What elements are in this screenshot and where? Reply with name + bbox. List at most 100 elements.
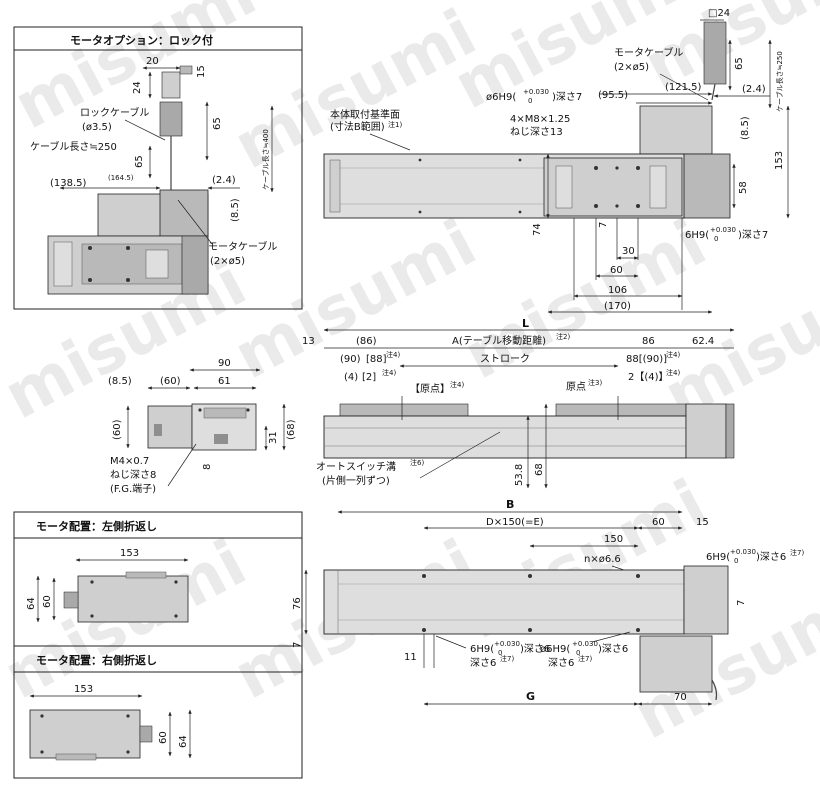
motor-cable-top-label: モータケーブル xyxy=(614,46,683,59)
svg-text:+0.030: +0.030 xyxy=(523,88,549,96)
svg-text:注4): 注4) xyxy=(450,380,464,389)
hole-spec-top2: 6H9( xyxy=(685,230,709,241)
dim-side-88b: 88[(90)] xyxy=(626,354,667,365)
svg-text:注4): 注4) xyxy=(386,350,400,359)
dim-side-62-4: 62.4 xyxy=(692,336,714,347)
dim-end-60p: (60) xyxy=(160,376,181,387)
svg-text:0: 0 xyxy=(528,97,532,105)
auto-switch-note: (片側一列ずつ) xyxy=(322,474,390,487)
dim-top-170: (170) xyxy=(604,301,631,312)
dim-bottom-7r: 7 xyxy=(736,600,747,606)
dim-G: G xyxy=(526,690,535,703)
panel-right-fold: モータ配置：右側折返し 153 60 64 xyxy=(13,645,303,779)
cable-length-250: ケーブル長さ≒250 xyxy=(30,140,117,153)
bottom-view: B D×150(=E) 60 15 150 n×ø6.6 6H9( +0.030… xyxy=(292,498,804,706)
svg-text:注2): 注2) xyxy=(556,332,570,341)
dim-lock-15: 15 xyxy=(196,65,207,78)
svg-text:0: 0 xyxy=(734,557,738,565)
dim-right-60: 60 xyxy=(158,731,169,744)
dim-left-153: 153 xyxy=(120,548,139,559)
svg-text:注6): 注6) xyxy=(410,458,424,467)
lock-cable-dia: (ø3.5) xyxy=(82,122,112,133)
dim-side-86p: (86) xyxy=(356,336,377,347)
svg-text:+0.030: +0.030 xyxy=(494,640,520,648)
panel-lock-title: モータオプション：ロック付 xyxy=(70,33,213,47)
motor-cable-label: モータケーブル xyxy=(208,240,277,253)
dim-top-2-4: (2.4) xyxy=(742,84,766,95)
svg-text:+0.030: +0.030 xyxy=(710,226,736,234)
svg-text:注3): 注3) xyxy=(588,378,602,387)
dim-B: B xyxy=(506,498,514,511)
tap-spec: 4×M8×1.25 xyxy=(510,114,570,125)
dim-bottom-150: 150 xyxy=(604,534,623,545)
dim-left-64: 64 xyxy=(26,597,37,610)
base-label-top: 本体取付基準面 xyxy=(330,108,400,121)
dim-top-7: 7 xyxy=(598,222,609,228)
dim-bottom-7: 7 xyxy=(292,642,303,648)
cable-length-400: ケーブル長さ≒400 xyxy=(261,129,270,190)
origin-bracket: 【原点】 xyxy=(410,383,450,395)
svg-text:0: 0 xyxy=(714,235,718,243)
svg-text:[88]: [88] xyxy=(366,354,387,365)
svg-text:注7): 注7) xyxy=(790,548,804,557)
svg-text:)深さ6: )深さ6 xyxy=(756,551,786,563)
dim-side-2b: 2【(4)】 xyxy=(628,371,669,383)
svg-text:深さ6: 深さ6 xyxy=(548,657,574,669)
dim-D-label: D×150(=E) xyxy=(486,517,544,528)
dim-side-53-8: 53.8 xyxy=(514,464,525,486)
svg-text:注4): 注4) xyxy=(666,368,680,377)
dim-lock-20: 20 xyxy=(146,56,159,67)
hole-spec-bottom3: ø6H9( xyxy=(540,644,570,655)
dim-top-74: 74 xyxy=(532,223,543,236)
dim-top-58: 58 xyxy=(738,181,749,194)
motor-cable-dia: (2×ø5) xyxy=(210,256,245,267)
motor-cable-top-dia: (2×ø5) xyxy=(614,62,649,73)
dim-side-4: (4) xyxy=(344,372,358,383)
dim-top-30: 30 xyxy=(622,246,635,257)
svg-text:注1): 注1) xyxy=(388,120,402,129)
dim-top-106: 106 xyxy=(608,285,627,296)
cable-length-250-top: ケーブル長さ≒250 xyxy=(775,51,784,112)
dim-side-90: (90) xyxy=(340,354,361,365)
dim-L: L xyxy=(522,317,529,330)
dim-lock-8-5: (8.5) xyxy=(230,198,241,222)
dim-bottom-70: 70 xyxy=(674,692,687,703)
dim-bottom-60: 60 xyxy=(652,517,665,528)
hole-spec-bottom: 6H9( xyxy=(706,552,730,563)
dim-top-65: 65 xyxy=(734,57,745,70)
dim-end-8: 8 xyxy=(202,464,213,470)
svg-text:注7): 注7) xyxy=(578,654,592,663)
svg-text:)深さ6: )深さ6 xyxy=(520,643,550,655)
origin-label: 原点 xyxy=(566,381,586,393)
dim-top-95-5: (95.5) xyxy=(598,90,628,101)
svg-text:65: 65 xyxy=(134,155,145,168)
dim-lock-24: 24 xyxy=(132,81,143,94)
dim-top-153: 153 xyxy=(774,151,785,170)
dim-end-60: (60) xyxy=(112,419,123,440)
dim-end-68: (68) xyxy=(286,419,297,440)
dim-lock-138-5: (138.5) xyxy=(50,178,87,189)
dim-lock-2-4: (2.4) xyxy=(212,175,236,186)
fg-terminal: (F.G.端子) xyxy=(110,482,156,495)
m4-spec: M4×0.7 xyxy=(110,456,149,467)
svg-text:深さ6: 深さ6 xyxy=(470,657,496,669)
m4-depth: ねじ深さ8 xyxy=(110,469,156,481)
panel-left-title: モータ配置：左側折返し xyxy=(36,519,157,533)
panel-lock-option: モータオプション：ロック付 20 15 24 65 ロックケーブル (ø3.5)… xyxy=(13,26,303,310)
svg-text:0: 0 xyxy=(498,649,502,657)
dim-lock-164-5: (164.5) xyxy=(108,174,134,182)
panel-left-fold: モータ配置：左側折返し 153 64 60 xyxy=(13,511,303,647)
dim-side-68: 68 xyxy=(534,463,545,476)
n-holes-label: n×ø6.6 xyxy=(584,554,621,565)
panel-right-title: モータ配置：右側折返し xyxy=(36,653,157,667)
svg-text:注4): 注4) xyxy=(666,350,680,359)
dim-side-13: 13 xyxy=(302,336,315,347)
dim-bottom-76: 76 xyxy=(292,597,303,610)
svg-text:[2]: [2] xyxy=(362,372,376,383)
top-view: □24 65 ケーブル長さ≒250 モータケーブル (2×ø5) (121.5)… xyxy=(323,8,790,314)
base-range-top: (寸法B範囲) xyxy=(330,120,385,133)
svg-text:)深さ7: )深さ7 xyxy=(738,229,768,241)
dim-left-60: 60 xyxy=(42,595,53,608)
dim-side-86: 86 xyxy=(642,336,655,347)
